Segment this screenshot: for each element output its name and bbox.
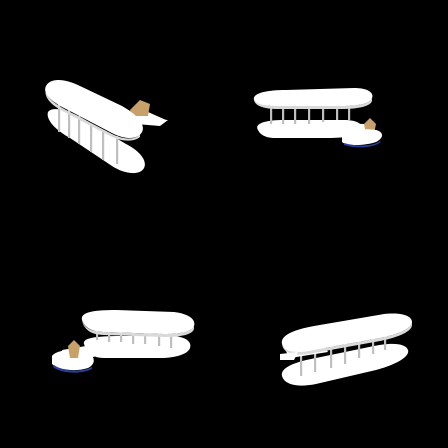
upper-wing-edge xyxy=(282,322,412,355)
biplane-render-1 xyxy=(45,80,168,174)
tailplane xyxy=(136,118,168,126)
biplane-render-2 xyxy=(253,88,382,148)
tailplane xyxy=(52,349,94,371)
lower-wing xyxy=(281,343,409,386)
upper-wing-edge xyxy=(82,320,194,337)
upper-wing xyxy=(45,80,143,138)
lower-wing xyxy=(47,109,145,174)
biplane-view-rear-left xyxy=(0,224,224,448)
biplane-view-rear-right xyxy=(224,224,448,448)
upper-wing xyxy=(81,310,195,334)
underside-accent xyxy=(53,365,92,373)
upper-wing xyxy=(253,88,373,106)
biplane-render-3 xyxy=(52,310,195,373)
tail-fin xyxy=(68,340,80,358)
biplane-view-front-left xyxy=(0,0,224,224)
biplane-render-4 xyxy=(280,313,412,386)
tailplane xyxy=(280,352,298,360)
wing-struts xyxy=(58,104,119,164)
tail-fin xyxy=(130,100,150,116)
biplane-view-front-right xyxy=(224,0,448,224)
upper-wing-edge xyxy=(254,98,372,109)
underside-accent xyxy=(344,141,381,148)
tailplane xyxy=(342,129,382,145)
upper-wing xyxy=(281,313,412,352)
